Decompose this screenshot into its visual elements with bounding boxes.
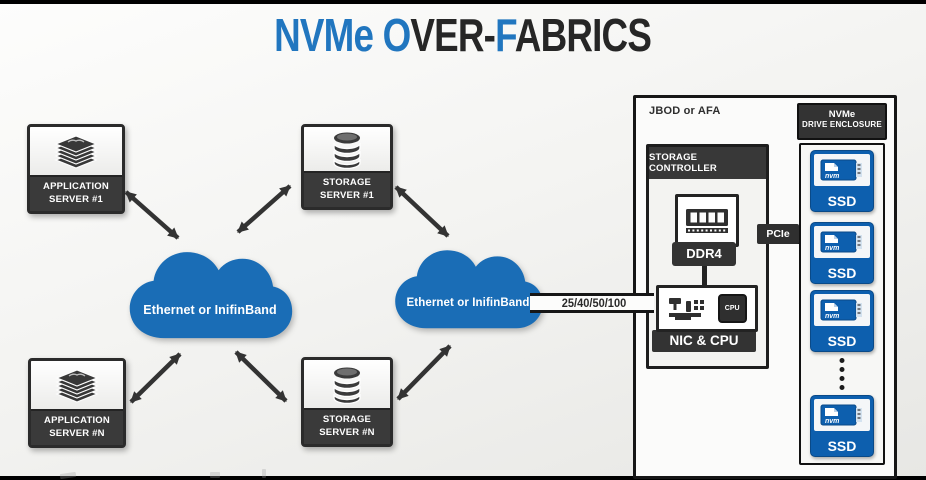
svg-text:nvm: nvm (825, 245, 839, 252)
node-label-line1: APPLICATION (44, 415, 110, 427)
ddr4-module-box (675, 194, 739, 247)
dimm-icon (686, 208, 728, 233)
node-label-line2: SERVER #1 (49, 193, 103, 205)
bidirectional-arrow (396, 344, 452, 401)
pcie-label: PCIe (757, 224, 799, 244)
bidirectional-arrow (236, 184, 292, 234)
svg-text:nvm: nvm (825, 418, 839, 425)
stacked-sheets-icon (30, 127, 122, 176)
stacked-sheets-icon (31, 361, 123, 410)
node-label: STORAGE SERVER #N (304, 408, 390, 444)
node-storage-server-n: STORAGE SERVER #N (301, 357, 393, 447)
node-label-line1: STORAGE (322, 177, 372, 189)
title-o: O (383, 9, 412, 61)
node-label: APPLICATION SERVER #N (31, 409, 123, 445)
bidirectional-arrow (129, 352, 182, 404)
title-nvme: NVMe (274, 9, 383, 61)
ellipsis-dot (839, 385, 845, 390)
node-label-line1: APPLICATION (43, 181, 109, 193)
ellipsis-dot (839, 358, 845, 363)
cloud-fabric-left: Ethernet or InifinBand (124, 243, 296, 351)
ddr4-label: DDR4 (672, 242, 736, 266)
database-icon (304, 360, 390, 409)
cloud-label: Ethernet or InifinBand (143, 303, 277, 318)
node-application-server-n: APPLICATION SERVER #N (28, 358, 126, 448)
nvme-enclosure-title-line2: DRIVE ENCLOSURE (802, 120, 882, 129)
svg-text:nvm: nvm (825, 173, 839, 180)
bottom-cropped-text-artifact (262, 469, 266, 478)
ellipsis-dot (839, 376, 845, 381)
cpu-chip-icon: CPU (717, 294, 747, 323)
node-label-line2: SERVER #1 (320, 189, 374, 201)
bottom-cropped-text-artifact (210, 472, 220, 478)
ssd-unit-1: nvm SSD (810, 150, 874, 212)
ssd-drive-icon: nvm (814, 294, 870, 326)
link-speed-label: 25/40/50/100 (561, 296, 627, 310)
node-storage-server-1: STORAGE SERVER #1 (301, 124, 393, 210)
bidirectional-arrow (124, 190, 180, 240)
cloud-label: Ethernet or InifinBand (406, 297, 530, 310)
page-title: NVMe OVER-FABRICS (0, 8, 926, 62)
nic-cpu-box: CPU (656, 285, 758, 332)
storage-controller-box: STORAGE CONTROLLER DDR4 (646, 144, 769, 369)
network-link-bar: 25/40/50/100 (530, 293, 654, 313)
cloud-fabric-right: Ethernet or InifinBand (390, 238, 546, 344)
title-f: F (495, 9, 516, 61)
ssd-unit-4: nvm SSD (810, 395, 874, 457)
ssd-label: SSD (827, 333, 857, 349)
ssd-drive-icon: nvm (814, 154, 870, 186)
title-abrics: ABRICS (515, 9, 652, 61)
nic-cpu-label: NIC & CPU (652, 330, 756, 352)
jbod-afa-label: JBOD or AFA (649, 105, 721, 117)
bidirectional-arrow (234, 350, 288, 403)
ssd-drive-icon: nvm (814, 226, 870, 258)
title-ver: VER- (410, 9, 497, 61)
letterbox-bottom (0, 476, 926, 480)
ssd-drive-icon: nvm (814, 399, 870, 431)
svg-text:nvm: nvm (825, 313, 839, 320)
storage-controller-body: DDR4 CPU (649, 179, 766, 360)
node-label: APPLICATION SERVER #1 (30, 175, 122, 211)
node-label: STORAGE SERVER #1 (304, 171, 390, 207)
letterbox-top (0, 0, 926, 4)
ellipsis-dot (839, 367, 845, 372)
node-label-line2: SERVER #N (319, 426, 375, 438)
nvme-enclosure-title: NVMe DRIVE ENCLOSURE (797, 103, 887, 140)
ssd-label: SSD (827, 438, 857, 454)
ssd-unit-3: nvm SSD (810, 290, 874, 352)
nvme-enclosure-title-line1: NVMe (828, 109, 856, 120)
nvme-enclosure-body: nvm SSD nvm SSD (799, 143, 885, 465)
node-application-server-1: APPLICATION SERVER #1 (27, 124, 125, 214)
ssd-label: SSD (827, 265, 857, 281)
database-icon (304, 127, 390, 172)
node-label-line1: STORAGE (322, 414, 372, 426)
node-label-line2: SERVER #N (49, 427, 105, 439)
ssd-label: SSD (827, 193, 857, 209)
ddr4-nic-connector (702, 266, 707, 285)
storage-controller-title: STORAGE CONTROLLER (649, 147, 766, 179)
bidirectional-arrow (394, 185, 450, 238)
nic-card-icon (669, 297, 705, 320)
ssd-unit-2: nvm SSD (810, 222, 874, 284)
